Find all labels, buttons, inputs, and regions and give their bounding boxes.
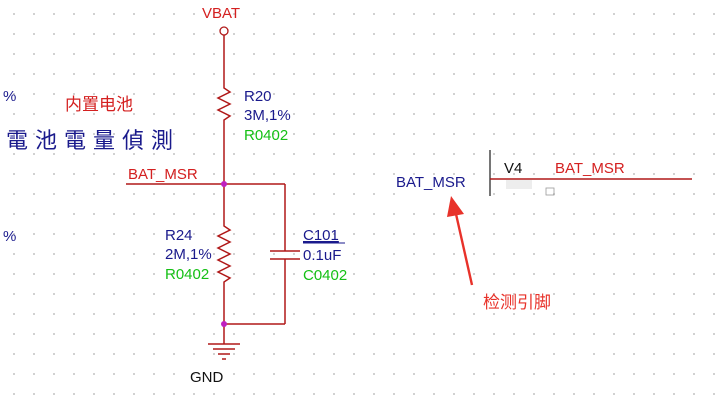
- ic-small-box: [545, 187, 555, 196]
- vbat-port-symbol: [219, 26, 229, 36]
- internal-battery-note: 内置电池: [65, 95, 133, 114]
- r20-footprint: R0402: [244, 127, 288, 144]
- ic-obscured-text: [506, 180, 532, 189]
- battery-detect-title: 電 池 電 量 偵 測: [6, 129, 173, 154]
- ic-pin-number: V4: [504, 160, 522, 177]
- ic-next-pin-clip: [396, 192, 478, 198]
- junction-dot-bottom: [221, 321, 227, 327]
- gnd-label: GND: [190, 369, 224, 386]
- c101-value: 0.1uF: [303, 247, 341, 264]
- r24-value: 2M,1%: [165, 246, 212, 263]
- r20-ref[interactable]: R20: [244, 88, 272, 105]
- ic-pin-name[interactable]: BAT_MSR: [396, 174, 466, 191]
- percent-mark-top: %: [3, 88, 16, 105]
- net-label-bat-msr[interactable]: BAT_MSR: [128, 166, 198, 183]
- ic-net-label[interactable]: BAT_MSR: [555, 160, 625, 177]
- vbat-label: VBAT: [202, 5, 240, 22]
- c101-ref[interactable]: C101: [303, 227, 339, 244]
- r24-footprint: R0402: [165, 266, 209, 283]
- c101-footprint: C0402: [303, 267, 347, 284]
- detect-pin-arrow: [447, 196, 474, 286]
- junction-dot-top: [221, 181, 227, 187]
- net-wires: [126, 35, 300, 360]
- percent-mark-bottom: %: [3, 228, 16, 245]
- r24-ref[interactable]: R24: [165, 227, 193, 244]
- detect-pin-note: 检测引脚: [483, 293, 551, 312]
- r20-value: 3M,1%: [244, 107, 291, 124]
